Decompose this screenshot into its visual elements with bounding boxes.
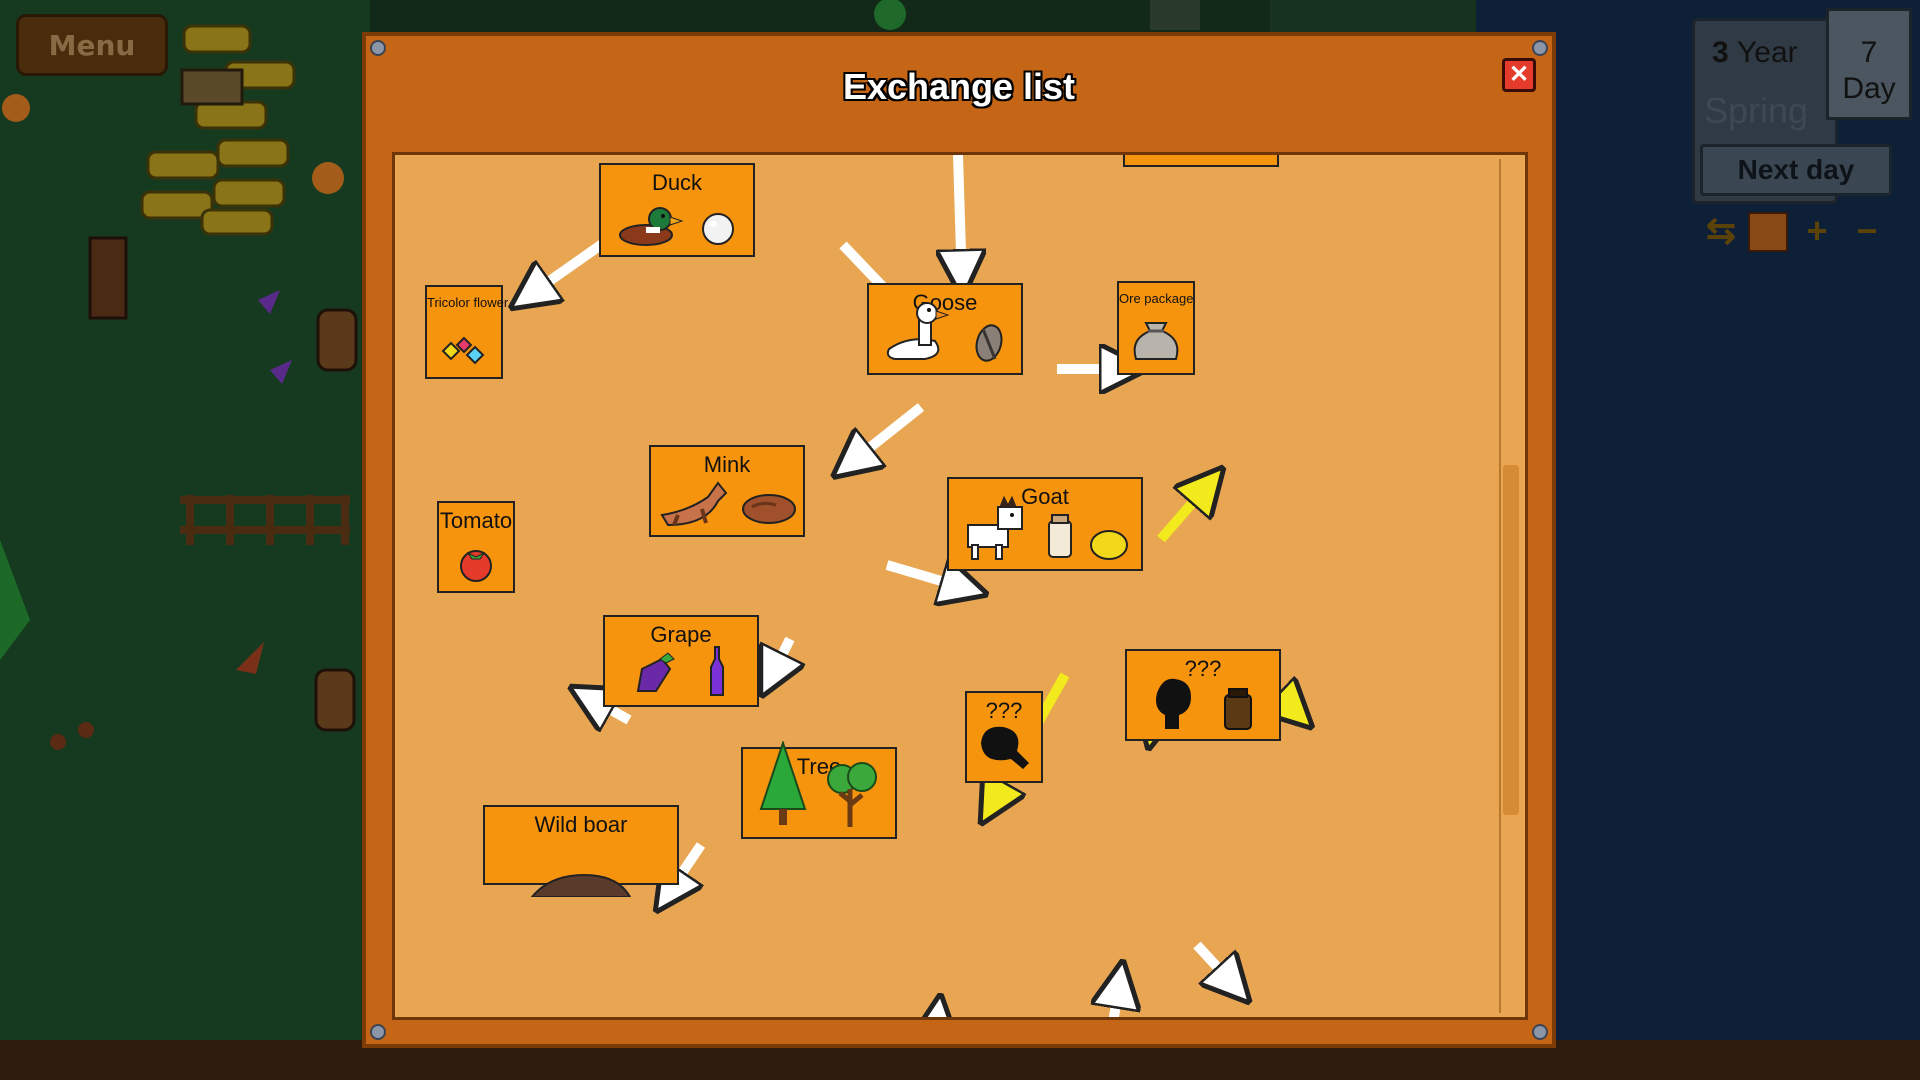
node-label: Grape [650, 622, 712, 647]
day-value: 7 [1860, 36, 1878, 69]
cheese-icon [1090, 530, 1128, 560]
arrow-goose-to-mink [843, 403, 925, 469]
cow-portrait-icon[interactable] [1748, 212, 1788, 252]
broadleaf-tree-icon [827, 762, 878, 827]
fur-icon [741, 494, 796, 524]
year-display: 3 Year [1712, 36, 1798, 70]
exchange-node-goose[interactable]: Goose [867, 283, 1023, 375]
feather-icon [975, 324, 1003, 362]
arrow-bottom-to-tree [937, 1007, 939, 1017]
rivet [1532, 1024, 1548, 1040]
arrow-bottom-to-unknown [1113, 973, 1121, 1017]
exchange-node-ore-package[interactable]: Ore package [1117, 281, 1195, 375]
exchange-node-duck[interactable]: Duck [599, 163, 755, 257]
arrow-grape-to-boar [663, 842, 706, 901]
node-label: Wild boar [534, 812, 628, 837]
exchange-node-unknown-right[interactable]: ??? [1125, 649, 1281, 741]
goat-icon [967, 495, 1023, 560]
arrow-unknown-to-offscreen [1193, 941, 1241, 993]
exchange-node-tomato[interactable]: Tomato [437, 501, 515, 593]
arrow-mink-to-grape [767, 636, 790, 685]
wine-bottle-icon [710, 646, 725, 696]
scrollbar[interactable] [1499, 159, 1521, 1013]
exchange-node-offscreen[interactable] [1123, 155, 1279, 167]
tricolor-flower-icon [441, 336, 485, 365]
grape-icon [636, 652, 675, 692]
node-label: Goat [1021, 484, 1069, 509]
close-icon: ✕ [1508, 61, 1530, 88]
node-label: ??? [1184, 656, 1222, 681]
node-label: Mink [703, 452, 751, 477]
zoom-in-icon[interactable]: + [1806, 210, 1828, 251]
next-day-button[interactable]: Next day [1700, 144, 1892, 196]
node-label: Tricolor flower [427, 295, 509, 310]
menu-button[interactable]: Menu [16, 14, 168, 76]
node-label: Duck [651, 170, 703, 195]
exchange-list-dialog: Exchange list ✕ [362, 32, 1556, 1048]
exchange-node-grape[interactable]: Grape [603, 615, 759, 707]
tomato-icon [460, 550, 492, 582]
milk-bottle-icon [1048, 514, 1072, 558]
exchange-node-tricolor-flower[interactable]: Tricolor flower [425, 285, 509, 379]
mink-icon [660, 481, 728, 527]
duck-icon [618, 207, 684, 246]
goose-icon [886, 302, 950, 360]
scroll-thumb[interactable] [1503, 465, 1519, 815]
node-label: Ore package [1119, 291, 1194, 306]
exchange-node-wild-boar[interactable]: Wild boar [483, 805, 679, 897]
unknown-silhouette-icon [1156, 678, 1191, 729]
zoom-out-icon[interactable]: − [1856, 210, 1878, 251]
exchange-tree-view[interactable]: Duck Tricolor flower [392, 152, 1528, 1020]
node-label: Tomato [439, 508, 513, 533]
exchange-node-unknown-middle[interactable]: ??? [965, 691, 1043, 783]
day-label: Day [1842, 72, 1896, 105]
rivet [370, 1024, 386, 1040]
exchange-node-tree[interactable]: Tree [741, 741, 897, 839]
arrow-top-to-goose [958, 155, 962, 285]
node-label: ??? [985, 698, 1023, 723]
season-display: Spring [1704, 90, 1809, 131]
dialog-title: Exchange list [842, 66, 1076, 107]
year-value: 3 [1712, 36, 1729, 69]
ore-sack-icon [1133, 322, 1179, 360]
year-label: Year [1737, 36, 1798, 69]
close-button[interactable]: ✕ [1502, 58, 1536, 92]
rivet [370, 40, 386, 56]
egg-icon [702, 213, 735, 245]
pine-tree-icon [759, 741, 807, 825]
unknown-drumstick-icon [981, 726, 1029, 769]
rivet [1532, 40, 1548, 56]
exchange-node-mink[interactable]: Mink [649, 445, 805, 537]
unknown-jar-icon [1224, 688, 1252, 730]
exchange-node-goat[interactable]: Goat [947, 477, 1143, 571]
swap-arrows-icon[interactable]: ⇆ [1705, 210, 1737, 251]
arrow-mink-to-goat [885, 565, 975, 591]
boar-icon [530, 873, 632, 897]
arrow-goat-to-ore [1157, 477, 1215, 543]
